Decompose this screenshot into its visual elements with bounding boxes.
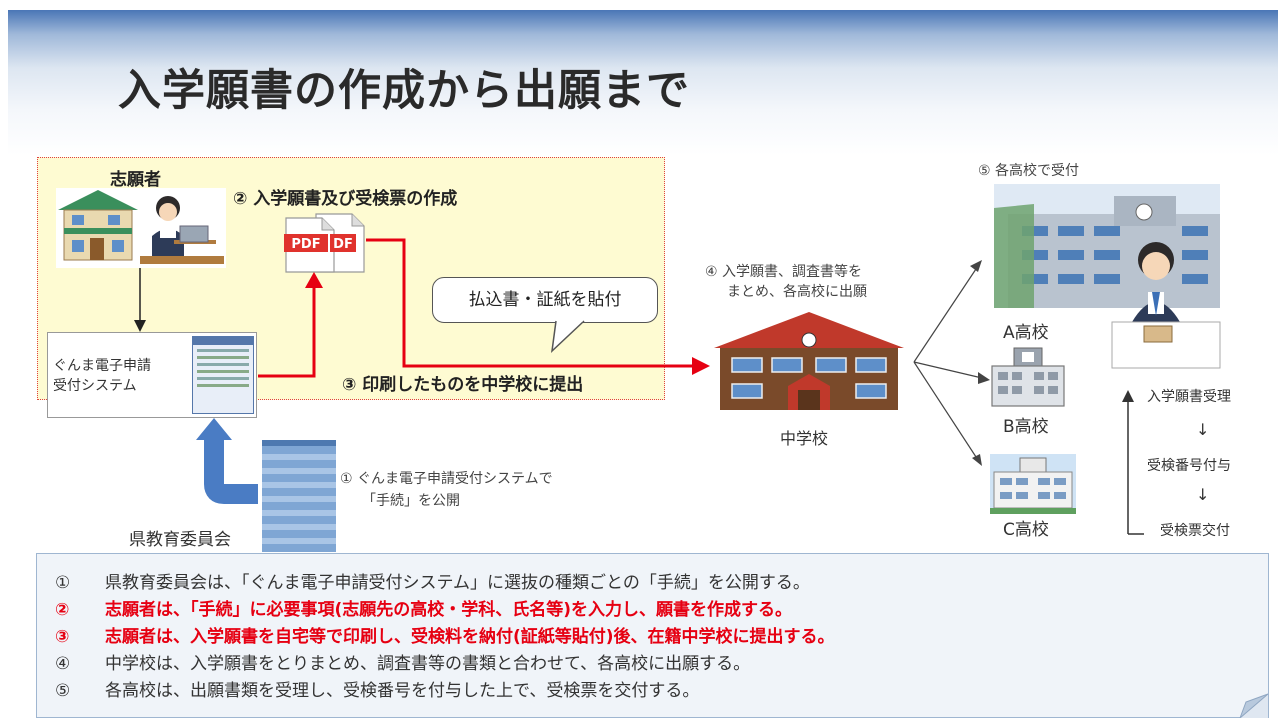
junior-high-school-icon bbox=[714, 312, 904, 410]
system-label: ぐんま電子申請 受付システム bbox=[53, 356, 151, 396]
step-num-1: ① bbox=[55, 573, 71, 593]
bubble-text: 払込書・証紙を貼付 bbox=[432, 277, 658, 323]
applicant-label: 志願者 bbox=[110, 170, 161, 190]
system-screen-thumbnail bbox=[192, 336, 254, 414]
step-row-3: ③ 志願者は、入学願書を自宅等で印刷し、受検料を納付(証紙等貼付)後、在籍中学校に… bbox=[55, 622, 835, 647]
step4-label: ④ 入学願書、調査書等を まとめ、各高校に出願 bbox=[705, 262, 867, 302]
step-text-5: 各高校は、出願書類を受理し、受検番号を付与した上で、受検票を交付する。 bbox=[105, 681, 700, 701]
school-c-icon bbox=[990, 454, 1076, 514]
office-building-icon bbox=[262, 440, 336, 552]
pdf-icon-text-1: PDF bbox=[291, 237, 320, 252]
page-title: 入学願書の作成から出願まで bbox=[118, 66, 690, 116]
step-text-2: 志願者は、「手続」に必要事項(志願先の高校・学科、氏名等)を入力し、願書を作成す… bbox=[105, 600, 793, 620]
step-row-2: ② 志願者は、「手続」に必要事項(志願先の高校・学科、氏名等)を入力し、願書を作成… bbox=[55, 595, 792, 620]
header-band bbox=[8, 10, 1278, 155]
arrow-to-school-a bbox=[913, 265, 979, 363]
applicant-house-illustration bbox=[56, 188, 226, 268]
school-c-label: C高校 bbox=[1003, 520, 1049, 540]
arrow-to-school-b bbox=[913, 361, 983, 379]
step3-label: ③ 印刷したものを中学校に提出 bbox=[342, 375, 584, 395]
system-label-line2: 受付システム bbox=[53, 378, 137, 394]
arrow-board-to-system bbox=[204, 438, 258, 504]
step4-label-line1: ④ 入学願書、調査書等を bbox=[705, 264, 863, 280]
flow-step-ticket: 受検票交付 bbox=[1160, 523, 1230, 539]
pdf-documents-icon: PDF DF bbox=[284, 213, 365, 273]
step5-label: ⑤ 各高校で受付 bbox=[978, 163, 1080, 179]
step1-label: ① ぐんま電子申請受付システムで 「手続」を公開 bbox=[340, 468, 553, 512]
school-b-icon bbox=[991, 347, 1065, 407]
step-row-5: ⑤ 各高校は、出願書類を受理し、受検番号を付与した上で、受検票を交付する。 bbox=[55, 676, 699, 701]
step-num-4: ④ bbox=[55, 654, 71, 674]
step-row-4: ④ 中学校は、入学願書をとりまとめ、調査書等の書類と合わせて、各高校に出願する。 bbox=[55, 649, 750, 674]
step1-label-line1: ① ぐんま電子申請受付システムで bbox=[340, 471, 553, 487]
arrow-pdf-to-junior-high bbox=[366, 238, 696, 368]
pdf-icon-text-2: DF bbox=[333, 237, 353, 252]
step1-label-line2: 「手続」を公開 bbox=[362, 493, 460, 509]
step2-label: ② 入学願書及び受検票の作成 bbox=[233, 189, 458, 209]
flow-step-accept: 入学願書受理 bbox=[1147, 389, 1231, 405]
arrow-system-to-pdf bbox=[258, 284, 316, 378]
step-text-1: 県教育委員会は、「ぐんま電子申請受付システム」に選抜の種類ごとの「手続」を公開す… bbox=[105, 573, 810, 593]
step4-label-line2: まとめ、各高校に出願 bbox=[727, 284, 867, 300]
page-curl-corner bbox=[1239, 693, 1269, 718]
step-num-2: ② bbox=[55, 600, 70, 620]
board-of-education-label: 県教育委員会 bbox=[129, 530, 231, 550]
flow-down-arrow-2: ↓ bbox=[1196, 485, 1210, 504]
school-a-label: A高校 bbox=[1003, 323, 1049, 343]
step-num-5: ⑤ bbox=[55, 681, 71, 701]
system-label-line1: ぐんま電子申請 bbox=[53, 358, 151, 374]
step-num-3: ③ bbox=[55, 627, 70, 647]
school-b-label: B高校 bbox=[1003, 417, 1049, 437]
step-row-1: ① 県教育委員会は、「ぐんま電子申請受付システム」に選抜の種類ごとの「手続」を公開… bbox=[55, 568, 810, 593]
step-text-4: 中学校は、入学願書をとりまとめ、調査書等の書類と合わせて、各高校に出願する。 bbox=[105, 654, 751, 674]
step-text-3: 志願者は、入学願書を自宅等で印刷し、受検料を納付(証紙等貼付)後、在籍中学校に提… bbox=[105, 627, 835, 647]
junior-high-label: 中学校 bbox=[780, 429, 829, 448]
arrow-to-school-c bbox=[913, 361, 979, 461]
bubble-tail bbox=[550, 318, 585, 353]
school-a-reception-illustration bbox=[994, 184, 1221, 369]
flow-down-arrow-1: ↓ bbox=[1196, 420, 1210, 439]
flow-step-number: 受検番号付与 bbox=[1147, 458, 1231, 474]
